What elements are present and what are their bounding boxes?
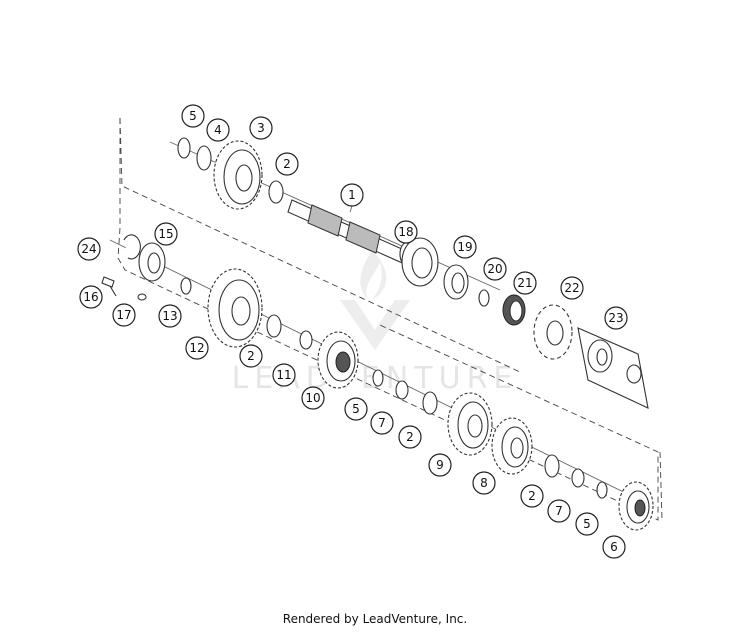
svg-text:18: 18	[398, 225, 413, 239]
part-12-gear[interactable]	[207, 268, 263, 348]
part-23-nut-kit[interactable]	[577, 327, 649, 409]
svg-text:7: 7	[378, 416, 386, 430]
svg-text:21: 21	[517, 276, 532, 290]
callout-10[interactable]: 10	[301, 386, 325, 410]
part-5-circlip-mid[interactable]	[372, 369, 384, 387]
svg-text:6: 6	[610, 540, 618, 554]
assembly-outline-right	[659, 451, 663, 521]
callout-2-bottom[interactable]: 2	[520, 484, 544, 508]
callout-5-bottom[interactable]: 5	[575, 512, 599, 536]
svg-text:4: 4	[214, 123, 222, 137]
callout-5-mid[interactable]: 5	[344, 397, 368, 421]
callout-23[interactable]: 23	[604, 306, 628, 330]
callout-label: 2	[247, 349, 255, 363]
callout-4[interactable]: 4	[206, 118, 230, 142]
callout-9[interactable]: 9	[428, 453, 452, 477]
callout-18[interactable]: 18	[394, 220, 418, 244]
callout-11[interactable]: 11	[272, 363, 296, 387]
callout-7-bottom[interactable]: 7	[547, 499, 571, 523]
part-17-small-nut[interactable]	[137, 293, 147, 301]
part-7-washer-mid[interactable]	[395, 380, 409, 400]
part-2-bearing-top[interactable]	[268, 180, 284, 204]
part-5-circlip-top[interactable]	[177, 137, 191, 159]
callout-16[interactable]: 16	[79, 285, 103, 309]
callout-1[interactable]: 1	[340, 183, 364, 213]
callout-3[interactable]: 3	[249, 116, 273, 140]
svg-text:2: 2	[283, 157, 291, 171]
callout-22[interactable]: 22	[560, 276, 584, 300]
part-10-gear[interactable]	[317, 331, 359, 389]
part-11-washer[interactable]	[299, 330, 313, 350]
callout-20[interactable]: 20	[483, 257, 507, 281]
svg-text:19: 19	[457, 240, 472, 254]
callout-2-near-gear-12[interactable]: 2	[239, 344, 263, 368]
svg-text:13: 13	[162, 309, 177, 323]
part-7-washer-bottom[interactable]	[571, 468, 585, 488]
part-20-o-ring[interactable]	[478, 289, 490, 307]
part-15-bearing[interactable]	[138, 242, 166, 282]
callout-7-mid[interactable]: 7	[370, 411, 394, 435]
svg-text:11: 11	[276, 368, 291, 382]
part-3-gear[interactable]	[213, 140, 263, 210]
part-24-circlip[interactable]	[123, 234, 141, 260]
callout-19[interactable]: 19	[453, 235, 477, 259]
part-6-gear[interactable]	[618, 481, 654, 531]
svg-text:5: 5	[189, 109, 197, 123]
svg-text:5: 5	[352, 402, 360, 416]
svg-text:12: 12	[189, 341, 204, 355]
callout-6[interactable]: 6	[602, 535, 626, 559]
svg-text:23: 23	[608, 311, 623, 325]
svg-text:17: 17	[116, 308, 131, 322]
callout-2-lower[interactable]: 2	[398, 425, 422, 449]
assembly-outline-upper	[119, 117, 521, 373]
callout-21[interactable]: 21	[513, 271, 537, 295]
svg-text:9: 9	[436, 458, 444, 472]
part-21-spacer[interactable]	[502, 294, 526, 326]
svg-text:3: 3	[257, 121, 265, 135]
part-2-bearing-bottom[interactable]	[544, 454, 560, 478]
part-18-bearing[interactable]	[401, 237, 439, 287]
callouts: 1 2 3 4 5 18 19 20	[77, 104, 628, 559]
svg-text:24: 24	[81, 242, 96, 256]
lower-shaft-group	[101, 234, 654, 531]
part-8-gear[interactable]	[491, 417, 533, 475]
svg-text:10: 10	[305, 391, 320, 405]
callout-12[interactable]: 12	[185, 336, 209, 360]
callout-5-top[interactable]: 5	[181, 104, 205, 128]
part-9-gear[interactable]	[447, 392, 493, 456]
callout-15[interactable]: 15	[154, 222, 178, 246]
part-2-bearing-lower[interactable]	[422, 391, 438, 415]
part-22-sprocket[interactable]	[533, 304, 573, 360]
upper-shaft-group	[169, 137, 573, 360]
svg-text:22: 22	[564, 281, 579, 295]
svg-text:15: 15	[158, 227, 173, 241]
part-19-seal[interactable]	[443, 264, 469, 300]
footer-credit: Rendered by LeadVenture, Inc.	[282, 612, 468, 626]
callout-17[interactable]: 17	[112, 303, 136, 327]
part-13-washer[interactable]	[180, 277, 192, 295]
svg-text:1: 1	[348, 188, 356, 202]
part-4-washer[interactable]	[196, 145, 212, 171]
callout-circle	[239, 344, 263, 368]
svg-text:7: 7	[555, 504, 563, 518]
part-5-circlip-bottom[interactable]	[596, 481, 608, 499]
svg-text:2: 2	[528, 489, 536, 503]
part-2-bearing-mid[interactable]	[266, 314, 282, 338]
callout-8[interactable]: 8	[472, 471, 496, 495]
svg-text:16: 16	[83, 290, 98, 304]
svg-text:8: 8	[480, 476, 488, 490]
callout-13[interactable]: 13	[158, 304, 182, 328]
svg-text:2: 2	[406, 430, 414, 444]
part-16-screw[interactable]	[101, 276, 117, 297]
callout-2-top[interactable]: 2	[275, 152, 299, 176]
svg-text:5: 5	[583, 517, 591, 531]
svg-text:20: 20	[487, 262, 502, 276]
callout-24[interactable]: 24	[77, 237, 101, 261]
